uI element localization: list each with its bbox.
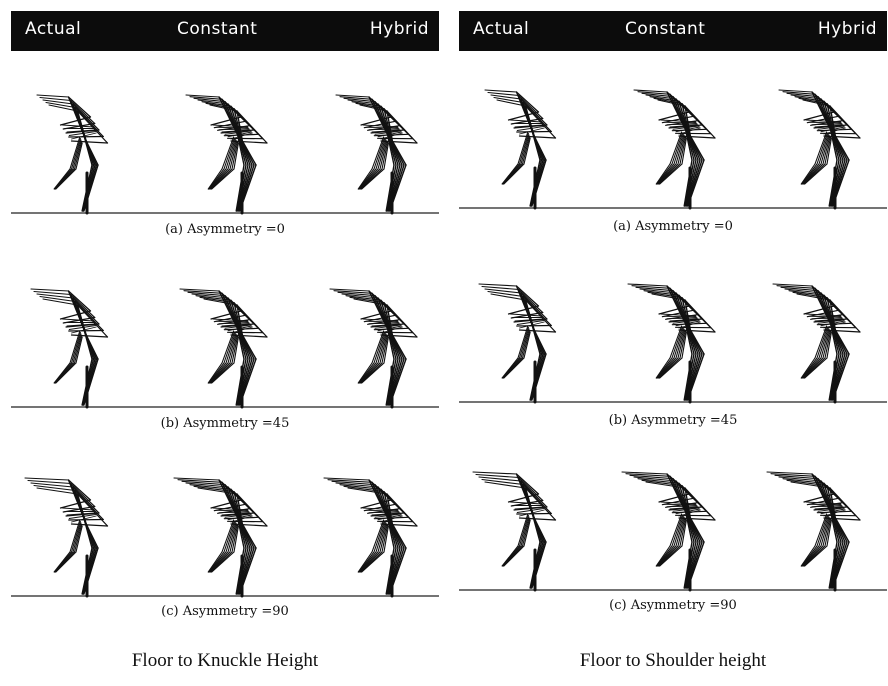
- stick-figure-constant: [174, 478, 267, 596]
- column-header-actual: Actual: [473, 19, 529, 39]
- panel-title: Floor to Knuckle Height: [11, 650, 439, 672]
- stick-figure-hybrid: [324, 478, 417, 596]
- stick-figure-actual: [473, 472, 556, 590]
- stick-figure-actual: [479, 284, 556, 402]
- stick-figure-constant: [186, 95, 267, 213]
- caption-row-b: (b) Asymmetry =45: [459, 413, 887, 428]
- stick-figure-grid: [459, 56, 887, 616]
- column-header-actual: Actual: [25, 19, 81, 39]
- caption-row-a: (a) Asymmetry =0: [11, 222, 439, 237]
- column-header-constant: Constant: [177, 19, 257, 39]
- stick-figure-hybrid: [767, 472, 860, 590]
- panel-floor-to-knuckle: Actual Constant Hybrid (a) Asymmetry =0 …: [11, 0, 439, 686]
- stick-figure-constant: [622, 472, 715, 590]
- stick-figure-actual: [485, 90, 556, 208]
- column-header-hybrid: Hybrid: [818, 19, 877, 39]
- column-header-bar: Actual Constant Hybrid: [459, 11, 887, 51]
- caption-row-a: (a) Asymmetry =0: [459, 219, 887, 234]
- stick-figure-actual: [31, 289, 108, 407]
- stick-figure-hybrid: [336, 95, 417, 213]
- caption-row-c: (c) Asymmetry =90: [459, 598, 887, 613]
- stick-figure-actual: [25, 478, 108, 596]
- stick-figure-hybrid: [330, 289, 417, 407]
- panel-floor-to-shoulder: Actual Constant Hybrid (a) Asymmetry =0 …: [459, 0, 887, 686]
- stick-figure-constant: [180, 289, 267, 407]
- stick-figure-constant: [634, 90, 715, 208]
- stick-figure-hybrid: [773, 284, 860, 402]
- stick-figure-constant: [628, 284, 715, 402]
- stick-figure-actual: [37, 95, 108, 213]
- column-header-hybrid: Hybrid: [370, 19, 429, 39]
- stick-figure-grid: [11, 56, 439, 616]
- stick-figure-hybrid: [779, 90, 860, 208]
- caption-row-b: (b) Asymmetry =45: [11, 416, 439, 431]
- caption-row-c: (c) Asymmetry =90: [11, 604, 439, 619]
- column-header-constant: Constant: [625, 19, 705, 39]
- panel-title: Floor to Shoulder height: [459, 650, 887, 672]
- column-header-bar: Actual Constant Hybrid: [11, 11, 439, 51]
